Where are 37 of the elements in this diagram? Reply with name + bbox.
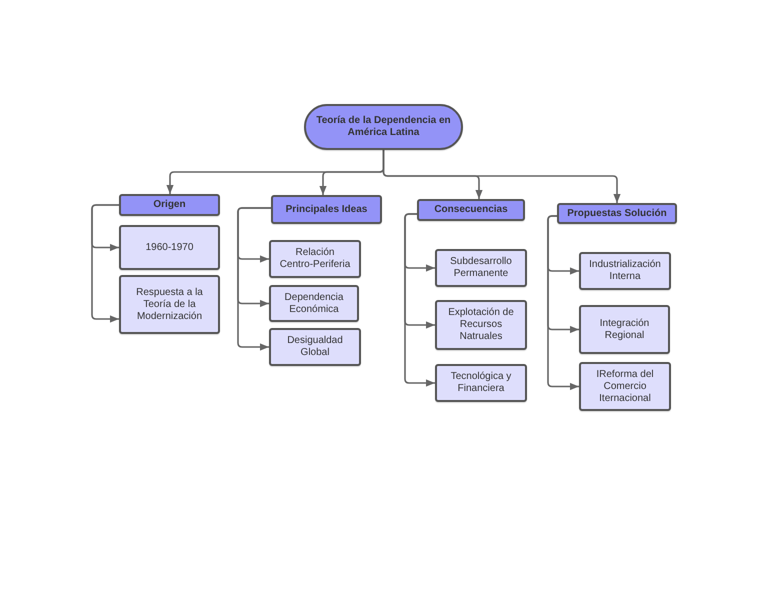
node-label: Relación Centro-Periferia [278, 247, 352, 271]
node-label: Principales Ideas [286, 204, 368, 216]
concept-box [435, 300, 527, 350]
concept-box [119, 225, 220, 270]
node-label: Subdesarrollo Permanente [449, 256, 513, 280]
concept-box [579, 362, 671, 411]
node-label: Industrialización Interna [588, 259, 662, 283]
concept-box [435, 249, 527, 287]
concept-box [269, 240, 361, 278]
connector-arrow [382, 150, 621, 203]
connector-arrow [237, 207, 271, 351]
category-box [557, 203, 677, 224]
node-label: Respuesta a la Teoría de la Modernización [135, 286, 204, 322]
node-label: Consecuencias [434, 204, 508, 216]
node-label: Integración Regional [598, 318, 650, 342]
connector-arrow [404, 213, 435, 387]
node-label: Explotación de Recursos Natruales [447, 307, 515, 343]
node-label: Dependencia Económica [284, 292, 344, 316]
topic-pill [304, 104, 463, 150]
node-label: Teoría de la Dependencia en América Latina [315, 115, 452, 139]
category-box [417, 199, 525, 221]
node-label: Desigualdad Global [286, 335, 344, 359]
category-box [119, 194, 220, 216]
connector-arrow [91, 204, 119, 323]
concept-box [119, 275, 220, 334]
node-label: Origen [153, 199, 186, 211]
concept-box [269, 328, 361, 366]
concept-box [579, 252, 671, 290]
category-box [271, 195, 382, 224]
concept-box [435, 364, 527, 402]
connector-arrow [547, 215, 579, 390]
node-label: Tecnológica y Financiera [450, 371, 512, 395]
node-label: IReforma del Comercio Iternacional [595, 368, 655, 404]
node-label: Propuestas Solución [567, 208, 667, 220]
concept-box [579, 305, 670, 354]
concept-box [269, 285, 359, 322]
node-label: 1960-1970 [146, 242, 194, 254]
